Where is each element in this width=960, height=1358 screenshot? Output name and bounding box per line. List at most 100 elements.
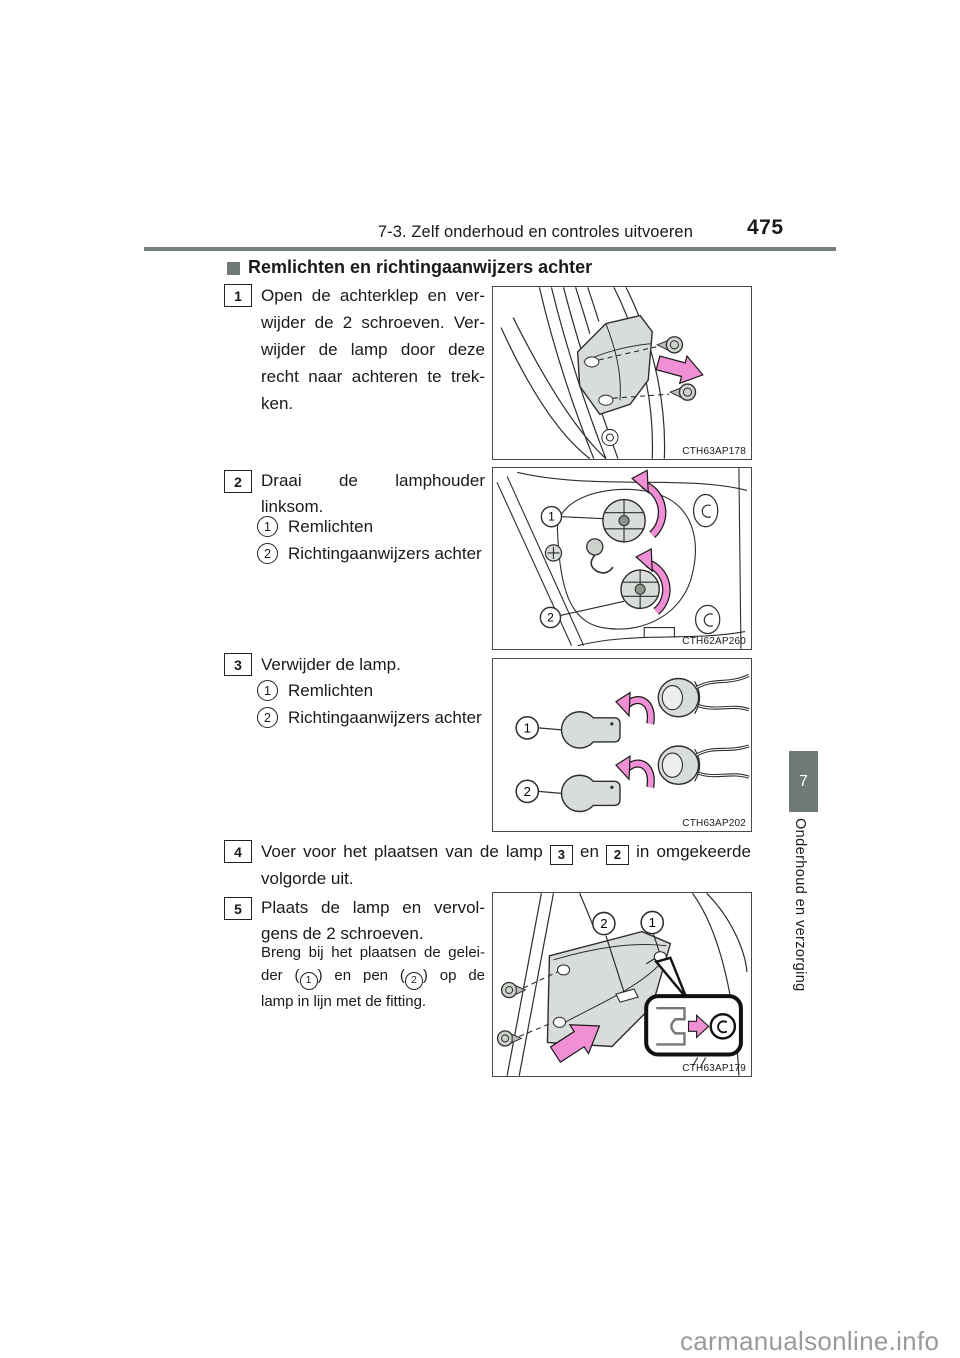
legend-item-turn-signals: 2 Richtingaanwijzers achter <box>257 707 482 728</box>
step-ref-3: 3 <box>549 844 573 865</box>
bulb-row-turn-signal: 2 <box>515 744 750 813</box>
step-text-line: Plaats de lamp en vervol- <box>261 898 485 917</box>
step-5-note: Breng bij het plaatsen de gelei- der (1)… <box>261 941 485 1013</box>
step-text-line: recht naar achteren te trek- <box>261 367 485 386</box>
note-line: Breng bij het plaatsen de gelei- <box>261 944 485 961</box>
callout-1: 1 <box>257 680 278 701</box>
screw-hole <box>598 394 614 406</box>
step-text-line: Open de achterklep en ver- <box>261 286 485 305</box>
figure-install-lamp: 2 1 CTH63AP179 <box>492 892 752 1077</box>
step-text-line: Draai de lamphouder <box>261 471 485 490</box>
screw-icon <box>496 1030 523 1047</box>
legend-item-turn-signals: 2 Richtingaanwijzers achter <box>257 543 482 564</box>
step-4-text: Voer voor het plaatsen van de lamp 3 en … <box>261 838 751 892</box>
remove-arrow-icon <box>615 691 655 725</box>
step-3-text: Verwijder de lamp. <box>261 651 485 678</box>
bulb-removal-drawing: 1 <box>515 673 750 813</box>
socket-icon <box>657 673 750 718</box>
step-4-text-part: en <box>579 842 599 861</box>
page-number: 475 <box>747 216 784 239</box>
step-text-line: linksom. <box>261 497 324 516</box>
step-3-number: 3 <box>224 653 252 676</box>
chapter-tab: 7 <box>789 751 818 812</box>
socket-icon <box>657 744 750 786</box>
callout-2: 2 <box>257 543 278 564</box>
screw-axis-dashed <box>522 971 558 989</box>
bulb-row-brake: 1 <box>515 673 750 749</box>
step-text-line: volgorde uit. <box>261 869 354 888</box>
rotate-arrow-lower <box>635 547 671 615</box>
screw-axis-dashed <box>598 346 657 361</box>
step-text-line: ken. <box>261 394 294 413</box>
breadcrumb: 7-3. Zelf onderhoud en controles uitvoer… <box>377 223 693 241</box>
figure-turn-holders: 1 2 CTH62AP260 <box>492 467 752 650</box>
svg-text:1: 1 <box>649 915 656 930</box>
section-bullet-icon <box>227 262 240 275</box>
pull-direction-arrow-icon <box>655 354 704 385</box>
header-rule <box>144 247 836 251</box>
step-5-number: 5 <box>224 897 252 920</box>
rotate-arrow-upper <box>631 469 667 538</box>
alignment-inset <box>644 956 743 1057</box>
callout-1: 1 <box>640 910 665 952</box>
guide-profile <box>656 1006 686 1046</box>
screw-axis-dashed <box>518 1021 554 1037</box>
remove-arrow-icon <box>615 754 655 789</box>
legend-label: Remlichten <box>288 680 374 700</box>
callout-1: 1 <box>257 516 278 537</box>
screw-hole <box>556 964 571 976</box>
step-text-line: Voer voor het plaatsen van de lamp 3 en … <box>261 838 751 865</box>
callout-2: 2 <box>524 784 531 799</box>
lamp-installation-drawing: 2 1 <box>496 893 748 1076</box>
figure-caption: CTH63AP179 <box>682 1063 746 1074</box>
screw-icon <box>669 383 697 401</box>
legend-label: Richtingaanwijzers achter <box>288 707 482 727</box>
note-part: ) op de <box>422 967 486 984</box>
step-text-line: gens de 2 schroeven. <box>261 924 424 943</box>
fit-arrow-icon <box>687 1013 710 1039</box>
svg-text:2: 2 <box>547 610 554 624</box>
step-4-text-part: in omgekeerde <box>636 842 751 861</box>
figure-remove-screws: CTH63AP178 <box>492 286 752 460</box>
bulb-icon <box>560 711 621 749</box>
step-4-number: 4 <box>224 840 252 863</box>
screw-icon <box>656 336 684 354</box>
note-part: ) en pen ( <box>317 967 405 984</box>
lamp-contour-line <box>557 965 659 1027</box>
step-text-line: wijder de lamp door deze <box>261 340 485 359</box>
bulb-icon <box>560 774 621 813</box>
screw-hole <box>552 1016 567 1028</box>
figure-caption: CTH63AP178 <box>682 446 746 457</box>
figure-remove-bulbs: 1 <box>492 658 752 832</box>
callout-1: 1 <box>540 505 604 528</box>
svg-text:2: 2 <box>600 916 607 931</box>
pin-detail <box>615 988 639 1003</box>
lamp-housing <box>576 314 653 416</box>
step-1-text: Open de achterklep en ver- wijder de 2 s… <box>261 282 485 417</box>
section-heading: Remlichten en richtingaanwijzers achter <box>227 257 592 278</box>
section-title: Remlichten en richtingaanwijzers achter <box>248 257 593 277</box>
wire-connector <box>586 538 614 574</box>
figure-caption: CTH63AP202 <box>682 818 746 829</box>
body-hole-center <box>605 433 614 442</box>
lamp-contour-line <box>605 323 621 401</box>
lower-bulb-holder <box>620 569 660 610</box>
bulb-holder-rotation-drawing: 1 2 <box>496 468 748 649</box>
callout-1: 1 <box>524 720 531 735</box>
step-2-text: Draai de lamphouder linksom. <box>261 468 485 520</box>
watermark: carmanualsonline.info <box>680 1326 940 1356</box>
legend-label: Richtingaanwijzers achter <box>288 543 482 563</box>
step-ref-2: 2 <box>606 844 630 865</box>
tail-lamp-screw-removal-drawing <box>500 287 704 459</box>
clip-cylinder <box>692 493 719 528</box>
callout-2: 2 <box>257 707 278 728</box>
step-1-number: 1 <box>224 284 252 307</box>
note-line: lamp in lijn met de fitting. <box>261 992 427 1010</box>
step-4-text-part: Voer voor het plaatsen van de lamp <box>261 842 543 861</box>
figure-caption: CTH62AP260 <box>682 636 746 647</box>
step-text-line: Verwijder de lamp. <box>261 655 401 674</box>
note-part: der ( <box>261 967 300 984</box>
callout-2: 2 <box>404 971 423 990</box>
body-hole <box>601 428 619 447</box>
